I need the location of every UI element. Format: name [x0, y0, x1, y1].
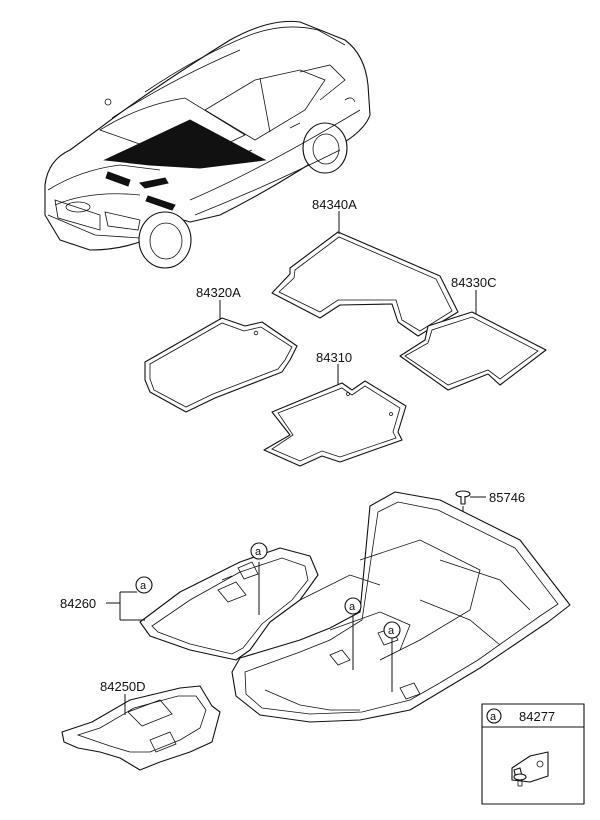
hook-84277-icon	[511, 751, 549, 787]
front-wheel	[138, 211, 192, 269]
callout-a-3-text: a	[388, 625, 395, 637]
carpet-assy-84260[interactable]: a a a a 84260	[60, 491, 571, 723]
car-illustration	[44, 20, 371, 269]
callout-a-2[interactable]	[344, 597, 362, 615]
label-84260: 84260	[60, 596, 96, 611]
label-85746: 85746	[489, 490, 525, 505]
mat-84330c[interactable]: 84330C	[399, 275, 547, 391]
insulator-84250d[interactable]: 84250D	[61, 679, 221, 771]
label-84340a: 84340A	[312, 197, 357, 212]
label-84330c: 84330C	[451, 275, 497, 290]
mat-84320a[interactable]: 84320A	[144, 285, 298, 413]
callout-a-1[interactable]	[250, 542, 268, 560]
legend-symbol: a	[490, 711, 497, 723]
label-84310: 84310	[316, 350, 352, 365]
clip-85746[interactable]: 85746	[455, 490, 525, 540]
label-84320a: 84320A	[196, 285, 241, 300]
callout-a-1-text: a	[255, 546, 262, 558]
callout-a-84260-text: a	[140, 580, 147, 592]
mat-84340a[interactable]: 84340A	[271, 197, 459, 337]
rear-wheel	[302, 122, 348, 174]
legend-callout-a	[486, 708, 502, 724]
callout-a-84260[interactable]	[135, 576, 153, 594]
label-84277: 84277	[519, 709, 555, 724]
callout-a-2-text: a	[349, 601, 356, 613]
mat-84310[interactable]: 84310	[263, 350, 407, 467]
legend-box: a 84277	[481, 703, 585, 805]
label-84250d: 84250D	[100, 679, 146, 694]
callout-a-3[interactable]	[383, 621, 401, 639]
floor-highlight	[103, 119, 267, 169]
